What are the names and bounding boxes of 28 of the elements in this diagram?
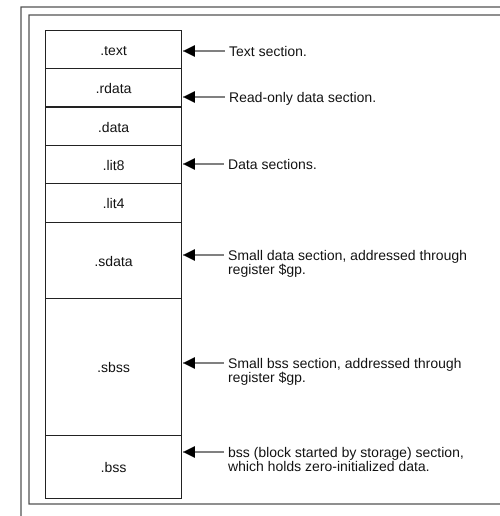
- section-description: Small data section, addressed through register $gp.: [228, 248, 490, 276]
- section-name: .data: [98, 118, 130, 134]
- section-name: .rdata: [96, 80, 132, 96]
- section-box: [45, 222, 182, 299]
- section-name: .lit8: [102, 156, 124, 172]
- section-name: .lit4: [102, 195, 124, 211]
- arrow: [182, 446, 224, 458]
- section-name: .text: [100, 42, 127, 58]
- section-description: Read-only data section.: [229, 90, 491, 104]
- section-box: [45, 435, 182, 499]
- section-description: Small bss section, addressed through register $gp.: [228, 356, 490, 384]
- section-description: Data sections.: [228, 157, 490, 171]
- section-name: .sbss: [97, 359, 130, 375]
- section-box: [45, 298, 182, 436]
- section-box: [45, 107, 182, 146]
- section-box: [45, 30, 182, 69]
- section-description: Text section.: [229, 44, 491, 58]
- section-name: .bss: [100, 459, 126, 475]
- arrow: [182, 91, 226, 103]
- section-box: [45, 145, 182, 184]
- section-description: bss (block started by storage) section, which holds zero-initialized data.: [228, 445, 490, 473]
- section-box: [45, 183, 182, 223]
- arrow: [182, 45, 226, 57]
- section-name: .sdata: [94, 252, 133, 268]
- arrow: [182, 158, 224, 170]
- section-box: [45, 68, 182, 107]
- arrow: [182, 249, 224, 261]
- arrow: [182, 357, 224, 369]
